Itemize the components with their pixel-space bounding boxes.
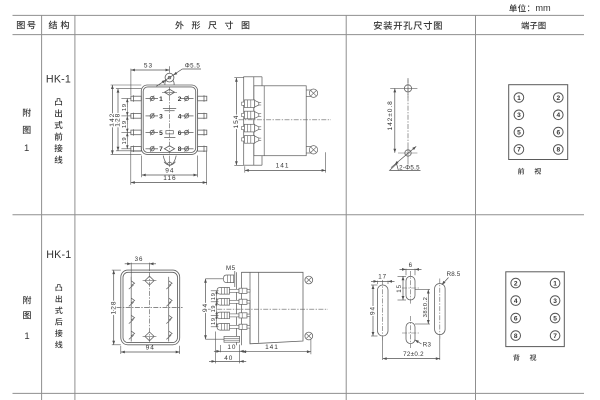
svg-text:19: 19 — [211, 305, 217, 313]
svg-text:：: ： — [526, 3, 535, 13]
svg-text:94: 94 — [146, 345, 155, 352]
svg-text:1: 1 — [553, 280, 557, 287]
svg-text:R8.5: R8.5 — [447, 271, 461, 278]
svg-text:7: 7 — [553, 333, 557, 340]
svg-text:128: 128 — [110, 300, 117, 314]
svg-text:94: 94 — [370, 306, 377, 315]
svg-text:HK-1: HK-1 — [46, 249, 71, 261]
svg-text:3: 3 — [553, 298, 557, 305]
svg-text:2-Φ5.5: 2-Φ5.5 — [399, 164, 420, 171]
svg-text:40: 40 — [224, 355, 233, 362]
svg-text:HK-1: HK-1 — [46, 73, 71, 85]
svg-text:6: 6 — [178, 130, 182, 137]
svg-text:1: 1 — [24, 331, 29, 342]
svg-text:19: 19 — [122, 137, 128, 145]
svg-text:36: 36 — [135, 256, 144, 263]
svg-text:7: 7 — [517, 147, 521, 154]
svg-text:141: 141 — [276, 163, 290, 170]
svg-text:6: 6 — [514, 315, 518, 322]
svg-text:19: 19 — [122, 103, 128, 111]
svg-text:1: 1 — [517, 95, 521, 102]
svg-text:1: 1 — [159, 96, 163, 103]
svg-text:4: 4 — [178, 113, 182, 120]
svg-text:141: 141 — [265, 344, 279, 351]
svg-text:2: 2 — [514, 280, 518, 287]
svg-text:128: 128 — [115, 113, 122, 127]
svg-text:154: 154 — [233, 114, 240, 128]
svg-text:2: 2 — [556, 95, 560, 102]
svg-text:142±0.8: 142±0.8 — [387, 100, 394, 130]
svg-text:38±0.2: 38±0.2 — [423, 297, 429, 318]
svg-text:Φ5.5: Φ5.5 — [185, 62, 201, 69]
svg-text:19: 19 — [122, 120, 128, 128]
svg-text:10: 10 — [227, 344, 236, 351]
svg-text:72±0.2: 72±0.2 — [403, 351, 424, 358]
svg-text:8: 8 — [514, 333, 518, 340]
svg-text:3: 3 — [517, 112, 521, 119]
svg-text:8: 8 — [178, 146, 182, 153]
svg-text:5: 5 — [553, 315, 557, 322]
svg-text:4: 4 — [514, 298, 518, 305]
svg-text:15: 15 — [396, 284, 403, 293]
svg-text:94: 94 — [202, 303, 209, 312]
svg-text:19: 19 — [211, 317, 217, 325]
svg-text:53: 53 — [144, 63, 153, 70]
svg-text:6: 6 — [556, 129, 560, 136]
svg-text:5: 5 — [517, 129, 521, 136]
svg-text:17: 17 — [378, 274, 387, 281]
svg-text:94: 94 — [165, 167, 174, 174]
svg-text:6: 6 — [409, 262, 413, 269]
svg-text:R3: R3 — [423, 341, 432, 348]
svg-text:3: 3 — [159, 113, 163, 120]
svg-text:8: 8 — [556, 147, 560, 154]
svg-text:19: 19 — [211, 292, 217, 300]
svg-text:2: 2 — [178, 96, 182, 103]
svg-text:1: 1 — [24, 143, 29, 154]
svg-text:142: 142 — [109, 113, 116, 127]
svg-text:M5: M5 — [226, 265, 236, 272]
svg-text:mm: mm — [535, 3, 551, 13]
svg-text:7: 7 — [159, 146, 163, 153]
svg-text:4: 4 — [556, 112, 560, 119]
svg-text:5: 5 — [159, 130, 163, 137]
svg-text:116: 116 — [163, 175, 176, 182]
